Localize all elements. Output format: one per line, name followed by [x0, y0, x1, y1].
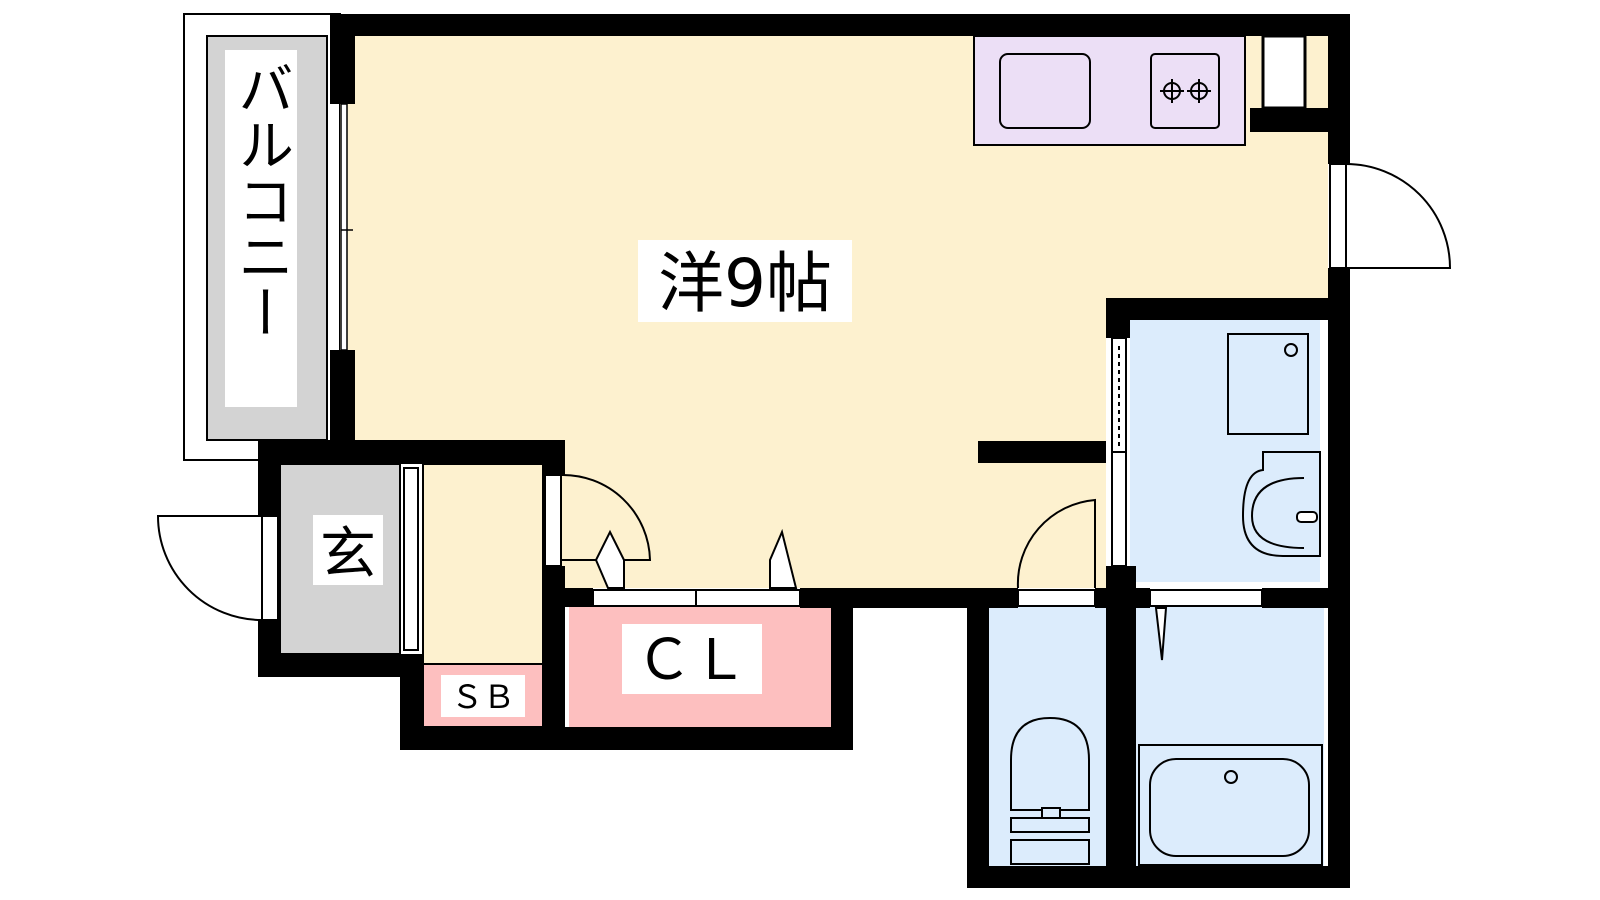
toilet-seat-hinge [1041, 807, 1061, 819]
toilet-tank [1010, 839, 1090, 865]
closet-label-bg [622, 624, 762, 694]
drain-icon [1284, 343, 1298, 357]
balcony-label-bg [225, 50, 297, 407]
closet-label: ＣＬ [636, 628, 748, 693]
washroom-sliding-door[interactable] [1111, 337, 1127, 567]
entrance-step [403, 467, 419, 651]
basin-bowl [1250, 477, 1305, 549]
toilet-bowl [1010, 716, 1090, 811]
pipe-space-wall [1250, 108, 1328, 132]
entrance-label: 玄 [320, 522, 376, 587]
kitchen-side-door[interactable] [1329, 163, 1452, 269]
bathtub [1149, 758, 1310, 857]
bathroom-door[interactable] [1149, 589, 1263, 661]
entrance-door[interactable] [152, 515, 279, 621]
washing-machine-space [1227, 333, 1309, 435]
pipe-space [1261, 34, 1307, 110]
entrance-label-bg [313, 515, 383, 585]
faucet-icon [1296, 511, 1318, 523]
burner-icon [1187, 79, 1211, 103]
balcony-label: バルコニー [229, 60, 294, 340]
toilet-base [1010, 817, 1090, 833]
room-door[interactable] [544, 473, 652, 567]
shoe-box-label-bg [441, 675, 525, 717]
bath-drain-icon [1224, 770, 1238, 784]
kitchen-sink [999, 53, 1091, 129]
closet-doors[interactable] [592, 528, 801, 607]
toilet-door[interactable] [1016, 498, 1096, 607]
burner-icon [1160, 79, 1184, 103]
western-room-label: 洋9帖 [658, 245, 832, 322]
shoe-box-upper [422, 463, 544, 665]
stove [1150, 53, 1220, 129]
window [340, 103, 353, 351]
western-room-label-bg [638, 240, 852, 322]
shoe-box-label: ＳＢ [451, 678, 515, 716]
walls [258, 14, 1350, 888]
